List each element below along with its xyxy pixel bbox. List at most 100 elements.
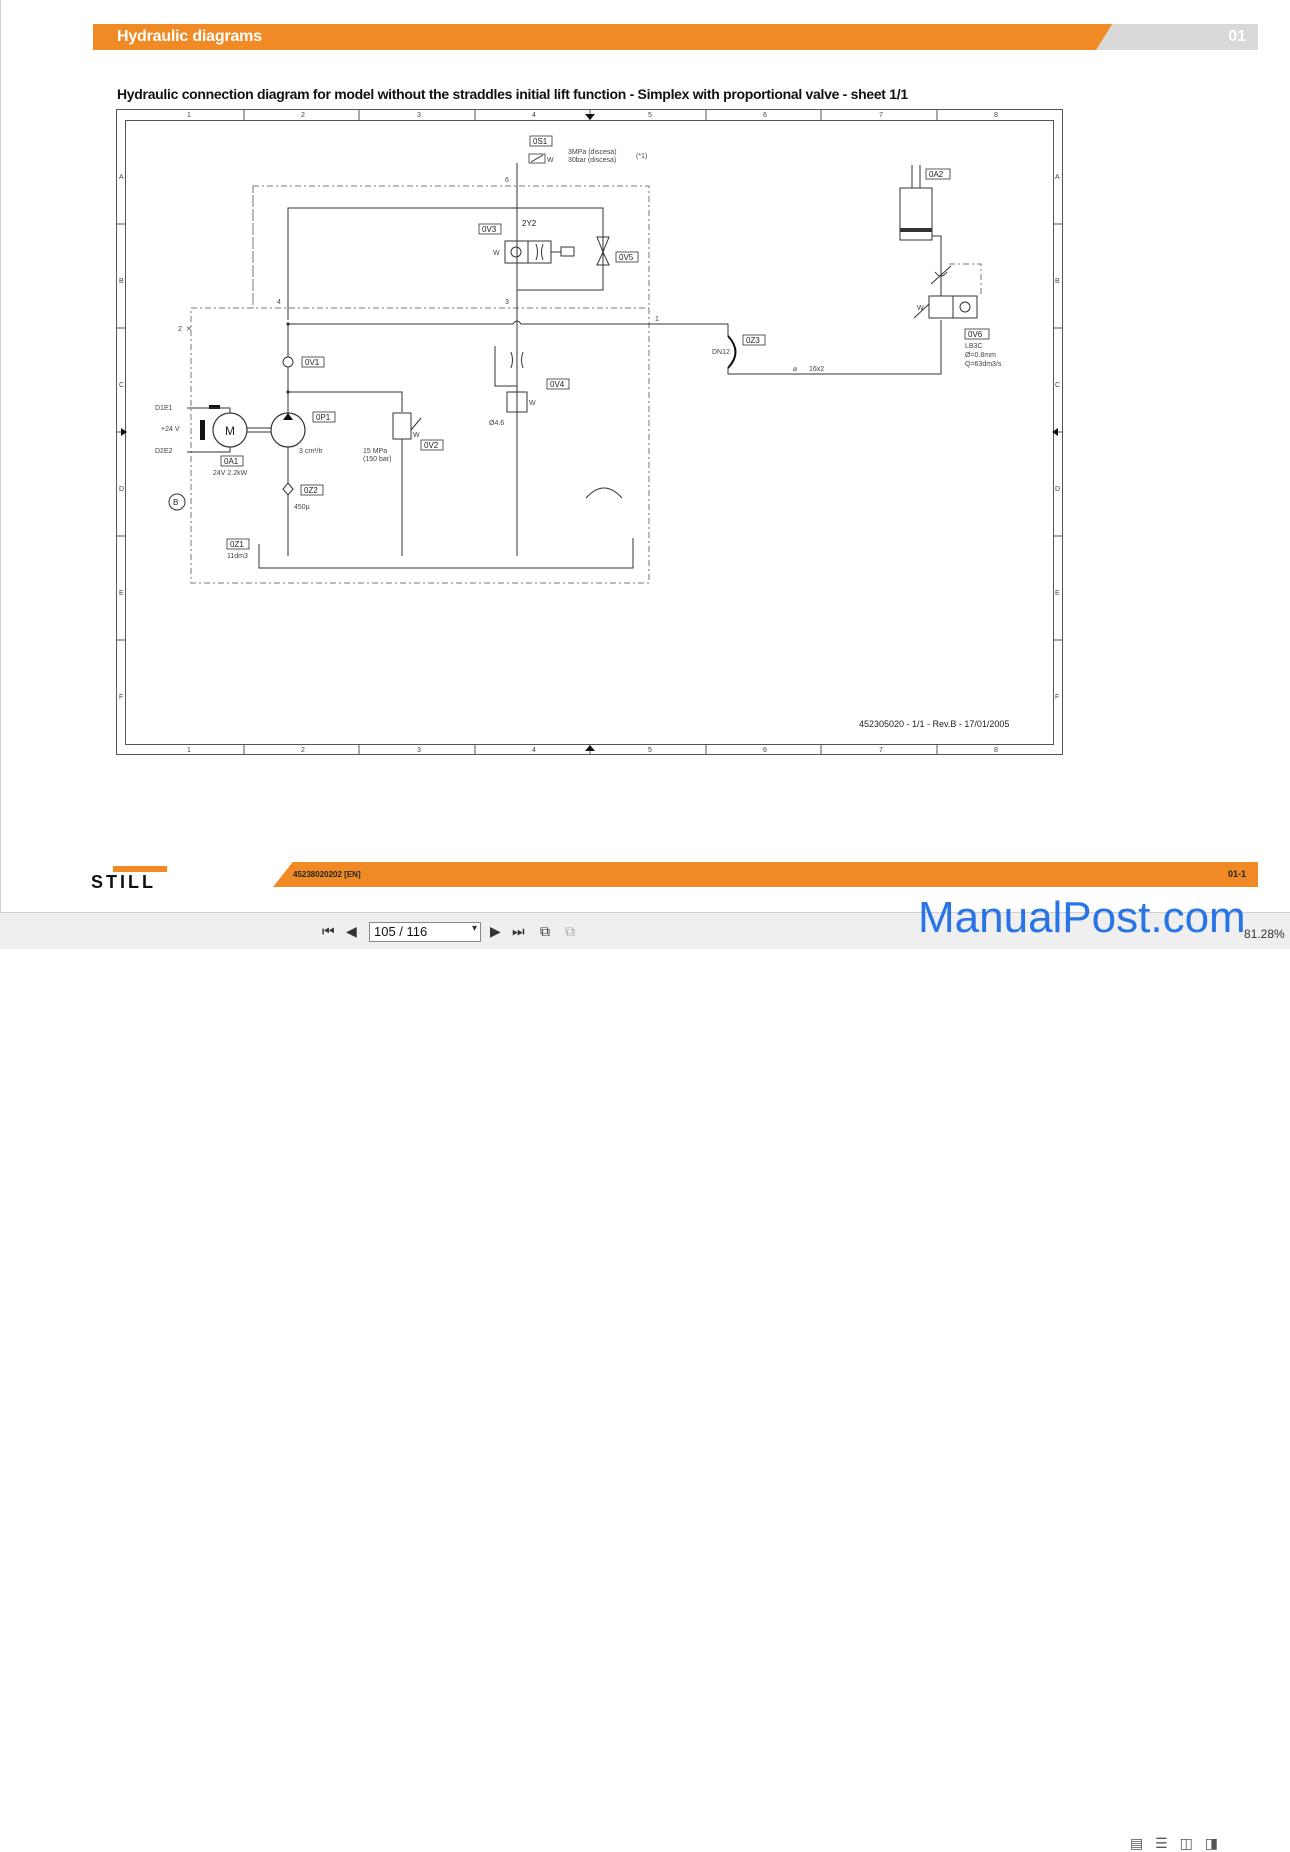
- chevron-down-icon[interactable]: ▾: [471, 923, 477, 934]
- label-box-ov1: [301, 356, 325, 368]
- row-label-right-d: D: [1055, 486, 1060, 493]
- row-label-left-e: E: [119, 590, 124, 597]
- next-page-icon[interactable]: ▶: [490, 923, 501, 939]
- relief-valve-symbol: [392, 412, 412, 440]
- voltage-label: +24 V: [161, 426, 180, 433]
- col-label-bottom-7: 7: [879, 747, 883, 754]
- ov2-spec1: 15 MPa: [363, 448, 387, 455]
- facing-page-icon[interactable]: ◫: [1179, 1835, 1193, 1851]
- os1-spec2: 30bar (discesa): [568, 157, 616, 164]
- outer-frame: [116, 109, 1063, 755]
- col-label-bottom-6: 6: [763, 747, 767, 754]
- ov6-spec1: LB3C: [965, 343, 983, 350]
- footer-page-label: 01-1: [1227, 869, 1246, 879]
- row-label-left-c: C: [119, 382, 124, 389]
- header-orange-band: [93, 24, 1113, 50]
- node-6: 6: [505, 177, 509, 184]
- node-1: 1: [655, 316, 659, 323]
- motor-label: M: [225, 424, 235, 438]
- label-oa1: 0A1: [224, 457, 239, 466]
- d2e2-label: D2E2: [155, 448, 173, 455]
- row-label-right-f: F: [1055, 694, 1059, 701]
- dn12-label: DN12: [712, 349, 730, 356]
- label-box-ov2: [420, 439, 444, 451]
- ov6-spec3: Q=63dm3/s: [965, 361, 1002, 368]
- label-oz1: 0Z1: [230, 540, 244, 549]
- header-grey-band: [1096, 24, 1258, 50]
- svg-text:✕: ✕: [186, 326, 192, 333]
- label-y2: 2Y2: [522, 219, 537, 228]
- ov6-spec2: Ø=0.8mm: [965, 352, 996, 359]
- center-arrow-bottom: [585, 745, 595, 751]
- center-arrow-right: [1052, 428, 1058, 436]
- page-number-field[interactable]: 105 / 116 ▾: [369, 922, 481, 942]
- svg-text:W: W: [493, 250, 500, 257]
- diagram-title: Hydraulic connection diagram for model w…: [117, 86, 908, 102]
- col-label-bottom-5: 5: [648, 747, 652, 754]
- label-oz2: 0Z2: [304, 486, 318, 495]
- oz1-spec: 11dm3: [227, 553, 248, 560]
- label-oz3: 0Z3: [746, 336, 760, 345]
- svg-text:W: W: [547, 157, 554, 164]
- section-number: 01: [1228, 28, 1246, 45]
- label-ov4: 0V4: [550, 380, 565, 389]
- ov4-spec: Ø4.6: [489, 420, 504, 427]
- footer-doc-code: 45238020202 [EN]: [293, 870, 361, 879]
- label-box-oz1: [226, 538, 250, 550]
- label-box-oa1: [220, 455, 244, 467]
- last-page-icon[interactable]: ⏭: [512, 923, 525, 939]
- row-label-right-b: B: [1055, 278, 1060, 285]
- col-label-top-4: 4: [532, 112, 536, 119]
- label-os1: 0S1: [533, 137, 548, 146]
- watermark: ManualPost.com: [918, 893, 1246, 942]
- row-label-right-a: A: [1055, 174, 1060, 181]
- hydraulic-diagram: 1 2 3 4 5 6 7 8 1 2 3 4 5 6 7 8 A B C D …: [116, 109, 1063, 755]
- first-page-icon[interactable]: ⏮: [322, 923, 335, 939]
- ov2-spec2: (150 bar): [363, 456, 391, 463]
- label-box-oz2: [300, 484, 324, 496]
- label-op1: 0P1: [316, 413, 331, 422]
- svg-text:W: W: [917, 305, 924, 312]
- continuous-page-icon[interactable]: ☰: [1155, 1835, 1168, 1851]
- viewer-toolbar: ⏮ ◀ 105 / 116 ▾ ▶ ⏭ ⧉ ⧉ ▤ ☰ ◫ ◨ 81.28%: [0, 912, 1290, 1851]
- svg-text:W: W: [529, 400, 536, 407]
- forward-view-icon[interactable]: ⧉: [565, 923, 575, 939]
- node-3: 3: [505, 299, 509, 306]
- col-label-bottom-1: 1: [187, 747, 191, 754]
- label-box-os1: [529, 135, 553, 147]
- col-label-top-2: 2: [301, 112, 305, 119]
- row-label-right-c: C: [1055, 382, 1060, 389]
- zoom-level[interactable]: 81.28%: [1244, 927, 1285, 941]
- row-label-right-e: E: [1055, 590, 1060, 597]
- label-oa2: 0A2: [929, 170, 944, 179]
- still-logo: STILL: [91, 866, 191, 895]
- b-marker: [168, 493, 186, 511]
- svg-text:⌀: ⌀: [793, 366, 797, 373]
- previous-page-icon[interactable]: ◀: [346, 923, 357, 939]
- node-4: 4: [277, 299, 281, 306]
- footer-bar: 45238020202 [EN] 01-1: [273, 862, 1258, 887]
- svg-text:W: W: [413, 432, 420, 439]
- row-label-left-a: A: [119, 174, 124, 181]
- section-title: Hydraulic diagrams: [117, 28, 262, 45]
- back-view-icon[interactable]: ⧉: [540, 923, 550, 939]
- label-box-ov5: [615, 251, 639, 263]
- single-page-icon[interactable]: ▤: [1130, 1835, 1144, 1851]
- center-arrow-left: [121, 428, 127, 436]
- label-ov6: 0V6: [968, 330, 983, 339]
- col-label-top-3: 3: [417, 112, 421, 119]
- ov4-symbol: [506, 391, 528, 413]
- label-box-oz3: [742, 334, 766, 346]
- col-label-top-1: 1: [187, 112, 191, 119]
- valve-block-boundary: [190, 185, 650, 584]
- pipe-spec: 16x2: [809, 366, 824, 373]
- col-label-top-6: 6: [763, 112, 767, 119]
- label-ov5: 0V5: [619, 253, 634, 262]
- cover-page-icon[interactable]: ◨: [1204, 1835, 1218, 1851]
- col-label-top-5: 5: [648, 112, 652, 119]
- center-arrow-top: [585, 114, 595, 120]
- diagram-ref-number: 452305020 - 1/1 - Rev.B - 17/01/2005: [859, 719, 1009, 729]
- label-box-ov4: [546, 378, 570, 390]
- logo-text: STILL: [91, 872, 156, 890]
- col-label-bottom-4: 4: [532, 747, 536, 754]
